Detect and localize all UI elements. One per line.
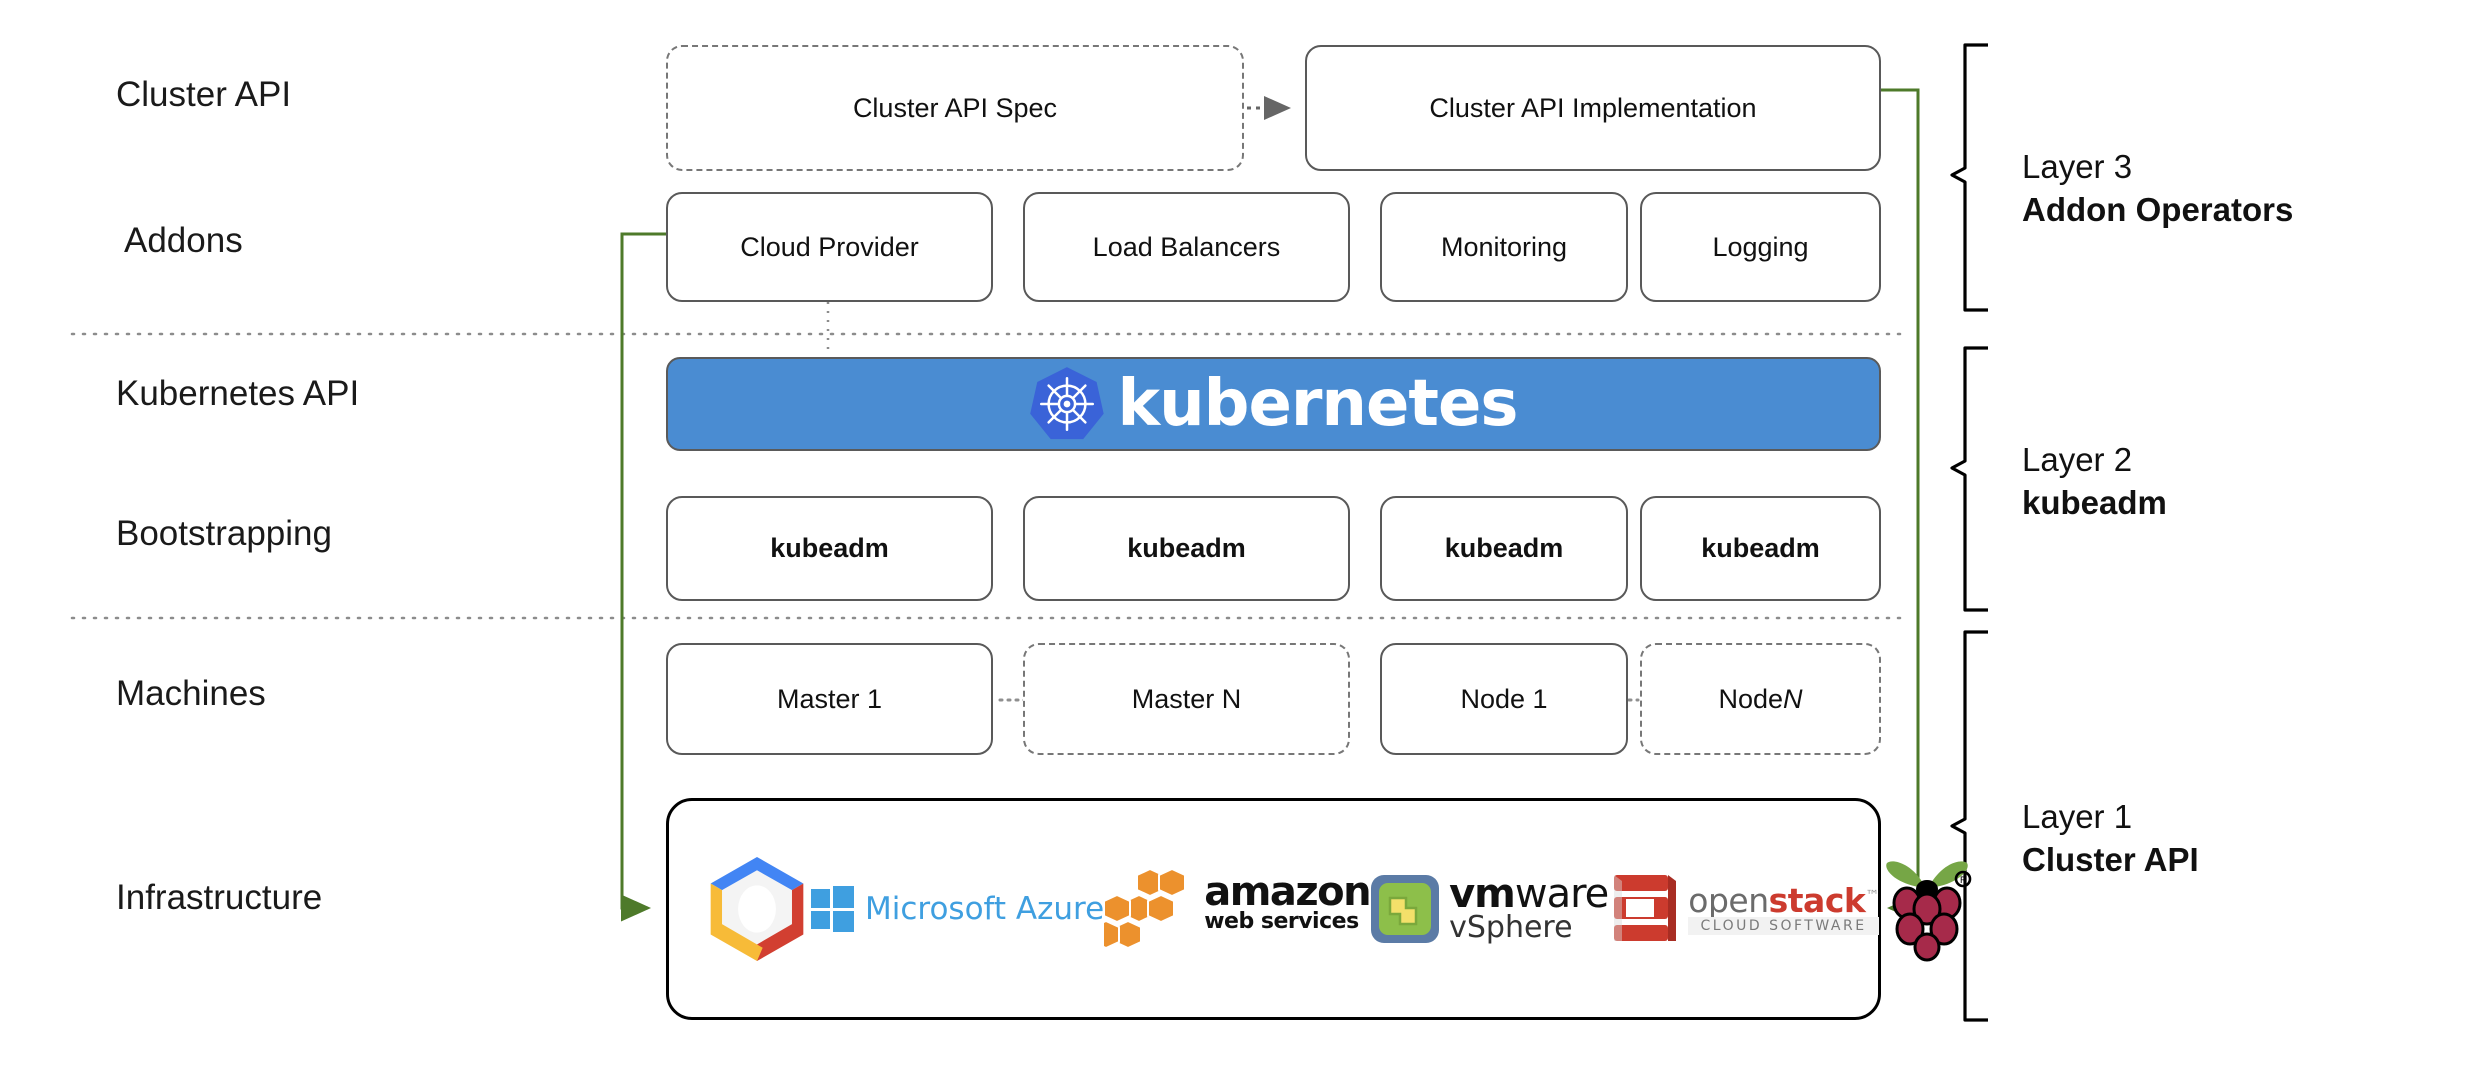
cloud-provider-to-infrastructure-wire xyxy=(620,232,668,922)
vmware-vsphere-logo: vmware vSphere xyxy=(1370,874,1609,945)
aws-subtext: web services xyxy=(1204,909,1359,935)
vsphere-subtext: vSphere xyxy=(1449,909,1573,945)
layer-3-line2: Addon Operators xyxy=(2022,191,2294,228)
layer-3-bracket xyxy=(1950,43,1988,312)
node-kubeadm-2[interactable]: kubeadm xyxy=(1023,496,1350,601)
layer-3-line1: Layer 3 xyxy=(2022,148,2133,185)
kubernetes-api-banner: kubernetes xyxy=(666,357,1881,451)
node-node-1[interactable]: Node 1 xyxy=(1380,643,1628,755)
node-node-n[interactable]: Node N xyxy=(1640,643,1881,755)
microsoft-azure-logo: Microsoft Azure xyxy=(809,886,1104,932)
vmware-wordmark: vmware xyxy=(1449,874,1609,914)
row-label-kubernetes-api: Kubernetes API xyxy=(116,374,360,413)
layer-2-line1: Layer 2 xyxy=(2022,441,2133,478)
raspberry-pi-icon: R xyxy=(1879,853,1975,965)
openstack-logo: openstack™ CLOUD SOFTWARE xyxy=(1608,871,1879,947)
openstack-mark-icon xyxy=(1614,875,1677,941)
azure-wordmark: Microsoft Azure xyxy=(865,891,1105,927)
layer-2-label: Layer 2 kubeadm xyxy=(2022,443,2167,519)
layer-1-line2: Cluster API xyxy=(2022,841,2199,878)
node-kubeadm-3[interactable]: kubeadm xyxy=(1380,496,1628,601)
row-label-addons: Addons xyxy=(124,221,243,260)
layer-1-line1: Layer 1 xyxy=(2022,798,2133,835)
row-label-bootstrapping: Bootstrapping xyxy=(116,514,332,553)
amazon-wordmark: amazon xyxy=(1204,869,1371,915)
openstack-open: open xyxy=(1688,880,1769,920)
node-load-balancers[interactable]: Load Balancers xyxy=(1023,192,1350,302)
node-cluster-api-implementation[interactable]: Cluster API Implementation xyxy=(1305,45,1881,171)
openstack-stack: stack xyxy=(1768,880,1866,920)
row-label-cluster-api: Cluster API xyxy=(116,75,292,114)
node-monitoring[interactable]: Monitoring xyxy=(1380,192,1628,302)
implementation-to-infrastructure-wire xyxy=(1876,88,1920,922)
vmware-ware: ware xyxy=(1514,871,1609,918)
vmware-vm-bold: vm xyxy=(1449,871,1516,918)
openstack-wordmark: openstack™ xyxy=(1688,884,1879,917)
infrastructure-panel: Microsoft Azure amazon web services xyxy=(666,798,1972,1020)
node-cloud-provider[interactable]: Cloud Provider xyxy=(666,192,993,302)
vsphere-tile-icon xyxy=(1371,875,1440,943)
svg-text:R: R xyxy=(1960,876,1966,886)
kubernetes-wordmark: kubernetes xyxy=(1117,367,1519,441)
layer-1-label: Layer 1 Cluster API xyxy=(2022,800,2199,876)
amazon-web-services-logo: amazon web services xyxy=(1104,867,1372,951)
node-logging[interactable]: Logging xyxy=(1640,192,1881,302)
microsoft-windows-icon xyxy=(811,886,854,932)
google-cloud-icon xyxy=(705,853,809,965)
node-n-italic: N xyxy=(1783,683,1803,714)
node-master-1[interactable]: Master 1 xyxy=(666,643,993,755)
layer-2-bracket xyxy=(1950,346,1988,612)
row-label-infrastructure: Infrastructure xyxy=(116,878,323,917)
kubernetes-helm-icon xyxy=(1029,365,1104,443)
openstack-subtext: CLOUD SOFTWARE xyxy=(1688,916,1879,935)
node-kubeadm-4[interactable]: kubeadm xyxy=(1640,496,1881,601)
node-master-n[interactable]: Master N xyxy=(1023,643,1350,755)
aws-boxes-icon xyxy=(1104,867,1187,950)
node-n-prefix: Node xyxy=(1718,683,1784,714)
node-cluster-api-spec[interactable]: Cluster API Spec xyxy=(666,45,1244,171)
layer-2-line2: kubeadm xyxy=(2022,484,2167,521)
row-label-machines: Machines xyxy=(116,674,266,713)
trademark-mark: ™ xyxy=(1865,887,1879,904)
node-kubeadm-1[interactable]: kubeadm xyxy=(666,496,993,601)
layer-3-label: Layer 3 Addon Operators xyxy=(2022,150,2293,226)
